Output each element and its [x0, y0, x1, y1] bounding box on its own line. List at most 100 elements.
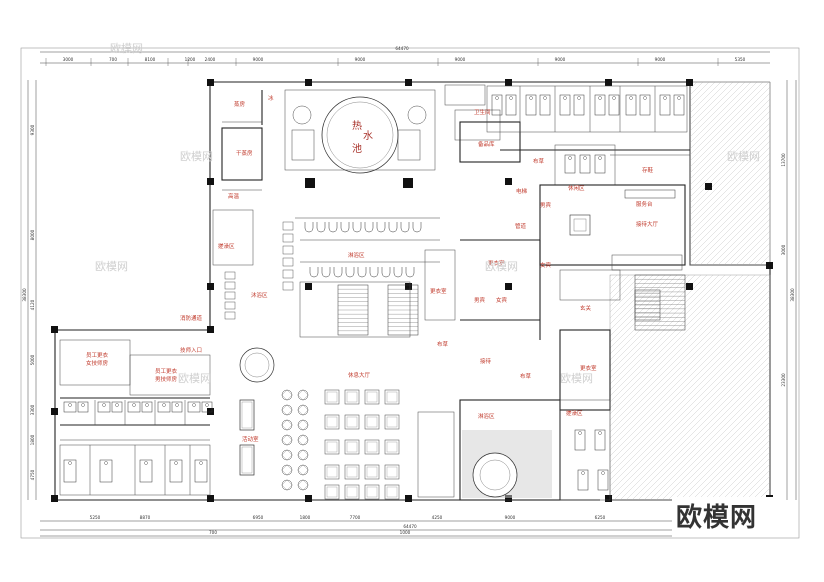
column	[51, 495, 58, 502]
recliner-seat	[346, 416, 358, 428]
label-female: 女宾	[540, 261, 552, 269]
massage-bed	[574, 429, 586, 451]
recliner	[364, 464, 380, 480]
lounge-chair	[281, 404, 293, 416]
locker	[224, 271, 236, 280]
recliner-seat	[326, 466, 338, 478]
hatch-line	[772, 82, 824, 265]
lounge-table	[297, 449, 309, 461]
lounge-chair	[281, 479, 293, 491]
scrub-bed	[282, 269, 294, 279]
hatch-line	[610, 275, 702, 367]
column	[305, 495, 312, 502]
dim-left-seg: 9300	[30, 124, 35, 135]
shower-seat	[333, 267, 343, 278]
recliner	[344, 464, 360, 480]
lounge-table	[297, 464, 309, 476]
dim-top-seg: 5350	[735, 57, 746, 62]
lounge-table	[281, 449, 293, 461]
label-activity-room: 活动室	[242, 435, 259, 443]
massage-bed	[625, 94, 637, 116]
hatch-line	[610, 295, 770, 457]
label-corridor: 高温	[228, 192, 240, 200]
lounge-chair	[281, 419, 293, 431]
column	[405, 283, 412, 290]
label-linen-3: 布草	[533, 157, 545, 165]
massage-bed	[127, 401, 141, 413]
label-staff-change-m-1: 员工更衣	[155, 367, 178, 375]
label-tech-entrance: 技师入口	[180, 346, 202, 354]
recliner-seat	[386, 441, 398, 453]
dim-left-seg: 8000	[30, 229, 35, 240]
hatch-line	[631, 361, 770, 500]
column	[305, 283, 312, 290]
recliner	[384, 484, 400, 500]
hatch-line	[690, 82, 752, 144]
label-fire-exit: 消防通道	[180, 314, 203, 322]
massage-bed	[525, 94, 537, 116]
recliner	[324, 414, 340, 430]
lounge-chair	[297, 479, 309, 491]
recliner-seat	[326, 416, 338, 428]
recliner-seat	[386, 416, 398, 428]
column	[207, 495, 214, 502]
column	[207, 408, 214, 415]
massage-bed-head	[529, 96, 533, 100]
logo: 欧模网	[672, 497, 784, 537]
hatch-line	[690, 158, 770, 240]
hatch-line	[769, 499, 770, 500]
lounge-table	[297, 389, 309, 401]
lounge-chair	[297, 419, 309, 431]
hatch-line	[667, 397, 770, 500]
massage-bed-head	[115, 403, 119, 407]
locker	[224, 281, 236, 290]
hatch-line	[697, 427, 770, 500]
hatch-line	[690, 128, 770, 210]
recliner	[384, 439, 400, 455]
label-female-2: 女宾	[496, 296, 508, 304]
shower-seat	[412, 222, 422, 233]
billiard-tables	[239, 399, 255, 476]
hatch-line	[717, 212, 770, 265]
hatch-line	[690, 134, 770, 216]
massage-bed	[594, 154, 606, 174]
watermark-2: 欧模网	[180, 150, 213, 163]
hatch-line	[610, 275, 660, 325]
shower-seat	[345, 267, 355, 278]
hatch-line	[735, 230, 770, 265]
recliner-seat	[366, 416, 378, 428]
label-scrub-area-2: 搓澡区	[566, 409, 583, 417]
massage-bed	[157, 401, 171, 413]
label-change-room-2: 更衣室	[430, 287, 447, 295]
lounge-table	[281, 464, 293, 476]
hatch-line	[610, 301, 770, 463]
label-change-room-3: 更衣室	[580, 364, 597, 372]
shower-seat	[393, 267, 403, 278]
hatch-line	[610, 275, 738, 403]
hatch-line	[690, 122, 770, 204]
massage-bed	[673, 94, 685, 116]
recliner-seat	[366, 391, 378, 403]
massage-bed	[559, 94, 571, 116]
label-staff-change-f-1: 员工更衣	[86, 351, 109, 359]
scrub-bed	[282, 245, 294, 255]
hatch-line	[673, 403, 770, 500]
recliner	[384, 464, 400, 480]
recliner-seat	[346, 466, 358, 478]
dim-bottom-seg: 9000	[505, 515, 516, 520]
locker	[224, 301, 236, 310]
right-dimensions: 38300 13700 3000 23300	[781, 80, 797, 500]
recliner	[364, 439, 380, 455]
dim-bottom-seg: 8870	[140, 515, 151, 520]
reception-desk	[569, 189, 676, 236]
massage-bed-head	[104, 461, 108, 465]
hatch-line	[613, 343, 770, 500]
hatch-line	[711, 206, 770, 265]
dim-top-seg: 700	[109, 57, 117, 62]
hatch-line	[625, 355, 770, 500]
dim-top-seg: 2400	[205, 57, 216, 62]
hatch-line	[690, 182, 770, 264]
shower-seat	[316, 222, 326, 233]
column	[207, 326, 214, 333]
